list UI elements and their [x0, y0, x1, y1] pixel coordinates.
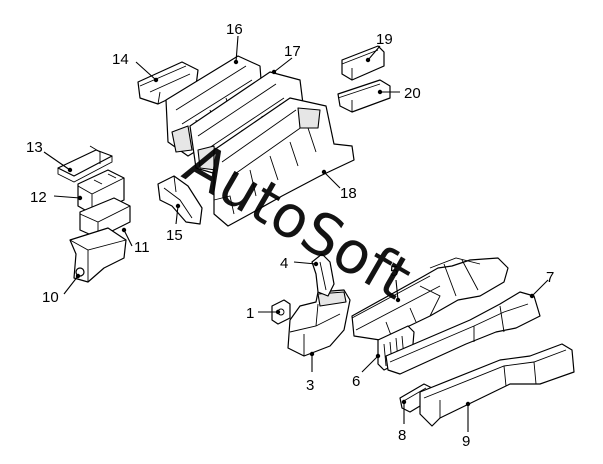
- callout-16: 16: [226, 21, 243, 38]
- callout-7: 7: [546, 269, 554, 286]
- part-20: [337, 79, 391, 113]
- callout-9: 9: [462, 433, 470, 450]
- part-19: [341, 45, 385, 81]
- callout-6: 6: [352, 373, 360, 390]
- callout-8: 8: [398, 427, 406, 444]
- callout-12: 12: [30, 189, 47, 206]
- callout-18: 18: [340, 185, 357, 202]
- part-9: [419, 343, 575, 427]
- callout-13: 13: [26, 139, 43, 156]
- callout-labels: 1 3 4 5 6 7 8 9 10 11 12 13 14 15 16 17 …: [26, 21, 554, 450]
- callout-11: 11: [134, 239, 150, 256]
- callout-5: 5: [390, 263, 398, 280]
- part-15: [157, 175, 203, 225]
- callout-4: 4: [280, 255, 288, 272]
- callout-1: 1: [246, 305, 254, 322]
- part-14: [137, 61, 199, 105]
- callout-15: 15: [166, 227, 183, 244]
- callout-14: 14: [112, 51, 129, 68]
- part-3: [287, 289, 351, 357]
- part-10: [69, 227, 127, 283]
- part-7: [385, 291, 541, 375]
- callout-17: 17: [284, 43, 301, 60]
- part-18: [213, 97, 355, 227]
- callout-19: 19: [376, 31, 393, 48]
- leader-dots: [67, 57, 535, 407]
- callout-10: 10: [42, 289, 59, 306]
- callout-3: 3: [306, 377, 314, 394]
- leader-lines: [43, 35, 549, 432]
- callout-20: 20: [404, 85, 421, 102]
